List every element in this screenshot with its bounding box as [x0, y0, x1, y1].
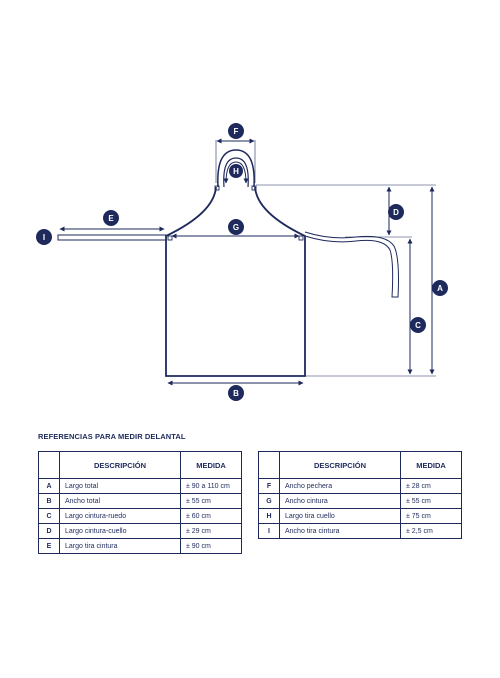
label-c-marker [410, 317, 426, 333]
header-measure: MEDIDA [180, 451, 242, 479]
neck-strap [217, 149, 255, 188]
table-row: I Ancho tira cintura ± 2,5 cm [258, 523, 462, 539]
label-h-marker [229, 164, 243, 178]
row-key: D [38, 523, 60, 539]
row-description: Ancho tira cintura [279, 523, 401, 539]
row-description: Ancho pechera [279, 478, 401, 494]
row-key: A [38, 478, 60, 494]
table-row: H Largo tira cuello ± 75 cm [258, 508, 462, 524]
row-key: F [258, 478, 280, 494]
row-key: I [258, 523, 280, 539]
apron-diagram: F H G E I B D C A [36, 123, 448, 401]
table-header-row: DESCRIPCIÓN MEDIDA [258, 451, 462, 479]
label-b-marker [228, 385, 244, 401]
label-a: A [437, 284, 443, 293]
header-description: DESCRIPCIÓN [59, 451, 181, 479]
table-row: B Ancho total ± 55 cm [38, 493, 242, 509]
row-description: Largo total [59, 478, 181, 494]
label-d: D [393, 208, 399, 217]
table-row: F Ancho pechera ± 28 cm [258, 478, 462, 494]
row-value: ± 28 cm [400, 478, 462, 494]
row-value: ± 55 cm [400, 493, 462, 509]
apron-outline [165, 186, 306, 377]
eyelet-right [251, 185, 257, 191]
table-row: G Ancho cintura ± 55 cm [258, 493, 462, 509]
row-description: Largo cintura-ruedo [59, 508, 181, 524]
label-b: B [233, 389, 239, 398]
row-description: Largo cintura-cuello [59, 523, 181, 539]
label-e: E [108, 214, 114, 223]
eyelet-left [214, 185, 220, 191]
header-key [258, 451, 280, 479]
label-g-marker [228, 219, 244, 235]
eyelet-waist-left [167, 235, 173, 241]
label-h: H [233, 167, 239, 176]
row-key: B [38, 493, 60, 509]
row-value: ± 60 cm [180, 508, 242, 524]
row-value: ± 75 cm [400, 508, 462, 524]
label-f: F [234, 127, 239, 136]
label-d-marker [388, 204, 404, 220]
row-description: Ancho total [59, 493, 181, 509]
section-title: REFERENCIAS PARA MEDIR DELANTAL [38, 432, 186, 441]
row-value: ± 90 cm [180, 538, 242, 554]
header-key [38, 451, 60, 479]
label-i-marker [36, 229, 52, 245]
row-key: H [258, 508, 280, 524]
eyelet-waist-right [298, 235, 304, 241]
header-description: DESCRIPCIÓN [279, 451, 401, 479]
table-row: D Largo cintura-cuello ± 29 cm [38, 523, 242, 539]
reference-table-left: DESCRIPCIÓN MEDIDA A Largo total ± 90 a … [38, 451, 242, 554]
row-value: ± 2,5 cm [400, 523, 462, 539]
label-i: I [43, 233, 45, 242]
row-key: G [258, 493, 280, 509]
reference-table-right: DESCRIPCIÓN MEDIDA F Ancho pechera ± 28 … [258, 451, 462, 539]
row-description: Largo tira cintura [59, 538, 181, 554]
neck-strap-inner [223, 157, 249, 188]
row-value: ± 55 cm [180, 493, 242, 509]
label-g: G [233, 223, 239, 232]
row-description: Largo tira cuello [279, 508, 401, 524]
row-value: ± 29 cm [180, 523, 242, 539]
table-row: A Largo total ± 90 a 110 cm [38, 478, 242, 494]
table-header-row: DESCRIPCIÓN MEDIDA [38, 451, 242, 479]
label-e-marker [103, 210, 119, 226]
row-key: E [38, 538, 60, 554]
row-value: ± 90 a 110 cm [180, 478, 242, 494]
waist-strap-right [304, 231, 399, 298]
header-measure: MEDIDA [400, 451, 462, 479]
table-row: C Largo cintura-ruedo ± 60 cm [38, 508, 242, 524]
label-c: C [415, 321, 421, 330]
waist-strap-left [57, 234, 167, 241]
label-f-marker [228, 123, 244, 139]
table-row: E Largo tira cintura ± 90 cm [38, 538, 242, 554]
row-description: Ancho cintura [279, 493, 401, 509]
row-key: C [38, 508, 60, 524]
label-a-marker [432, 280, 448, 296]
